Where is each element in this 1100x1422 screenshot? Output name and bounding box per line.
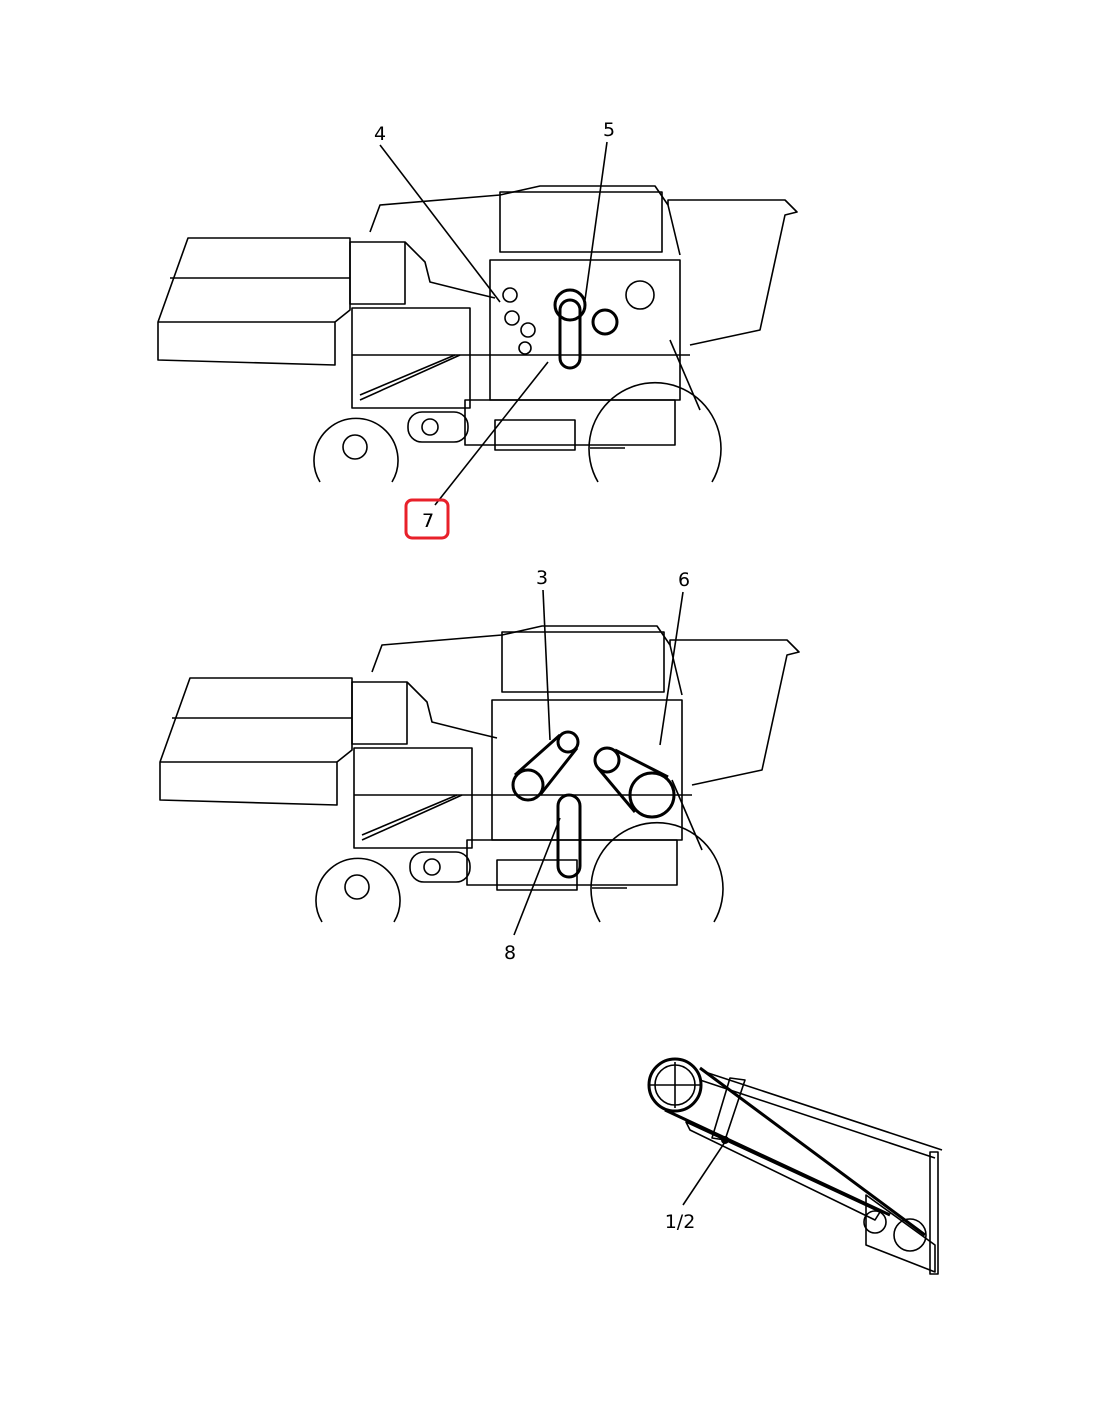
combine-middle-view: 3 6 8 [159, 567, 800, 964]
callout-1-2: 1/2 [665, 1211, 696, 1233]
callout-leader-8 [513, 817, 561, 936]
pulley [591, 308, 619, 336]
belt-drive-detail: 1/2 [647, 1057, 943, 1275]
callout-leader-1-2 [682, 1141, 726, 1206]
callout-leader-4 [379, 144, 501, 303]
callout-leader-7 [434, 361, 549, 506]
belt [558, 298, 582, 370]
callout-6: 6 [678, 569, 690, 591]
callout-4: 4 [374, 123, 386, 145]
highlighted-callout-label[interactable]: 7 [422, 510, 434, 532]
callout-highlight-box[interactable] [404, 498, 450, 540]
callout-leader-6 [659, 591, 684, 746]
callout-leader-3 [542, 589, 551, 741]
combine-top-view: 4 5 7 7 [157, 119, 798, 540]
callout-5: 5 [603, 119, 615, 141]
callout-3: 3 [536, 567, 548, 589]
callout-8: 8 [504, 942, 516, 964]
pulley [553, 288, 587, 322]
callout-7[interactable]: 7 [422, 510, 434, 532]
callout-leader-5 [584, 141, 608, 301]
